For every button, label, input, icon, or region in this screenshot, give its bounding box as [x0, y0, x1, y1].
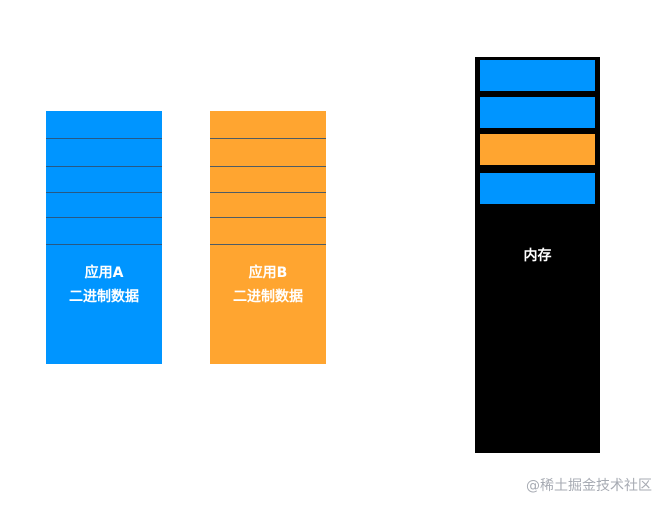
app-b-divider — [210, 217, 326, 218]
app-b-binary-block: 应用B 二进制数据 — [210, 111, 326, 364]
memory-block: 内存 — [475, 57, 600, 453]
memory-label: 内存 — [523, 248, 552, 264]
memory-slot-app-a — [480, 97, 595, 128]
app-a-binary-block: 应用A 二进制数据 — [46, 111, 162, 364]
app-a-divider — [46, 138, 162, 139]
app-b-divider — [210, 138, 326, 139]
app-a-divider — [46, 192, 162, 193]
memory-slot-app-a — [480, 60, 595, 91]
app-a-divider — [46, 166, 162, 167]
app-b-label: 应用B 二进制数据 — [210, 261, 326, 309]
app-a-divider — [46, 217, 162, 218]
app-b-name: 应用B — [248, 265, 288, 281]
memory-slot-app-a — [480, 173, 595, 204]
app-b-divider — [210, 192, 326, 193]
app-a-label: 应用A 二进制数据 — [46, 261, 162, 309]
app-b-divider — [210, 166, 326, 167]
app-b-divider — [210, 244, 326, 245]
app-a-name: 应用A — [84, 265, 124, 281]
app-b-desc: 二进制数据 — [233, 289, 303, 305]
app-a-divider — [46, 244, 162, 245]
app-a-desc: 二进制数据 — [69, 289, 139, 305]
memory-slot-app-b — [480, 134, 595, 165]
watermark: @稀土掘金技术社区 — [526, 478, 652, 494]
